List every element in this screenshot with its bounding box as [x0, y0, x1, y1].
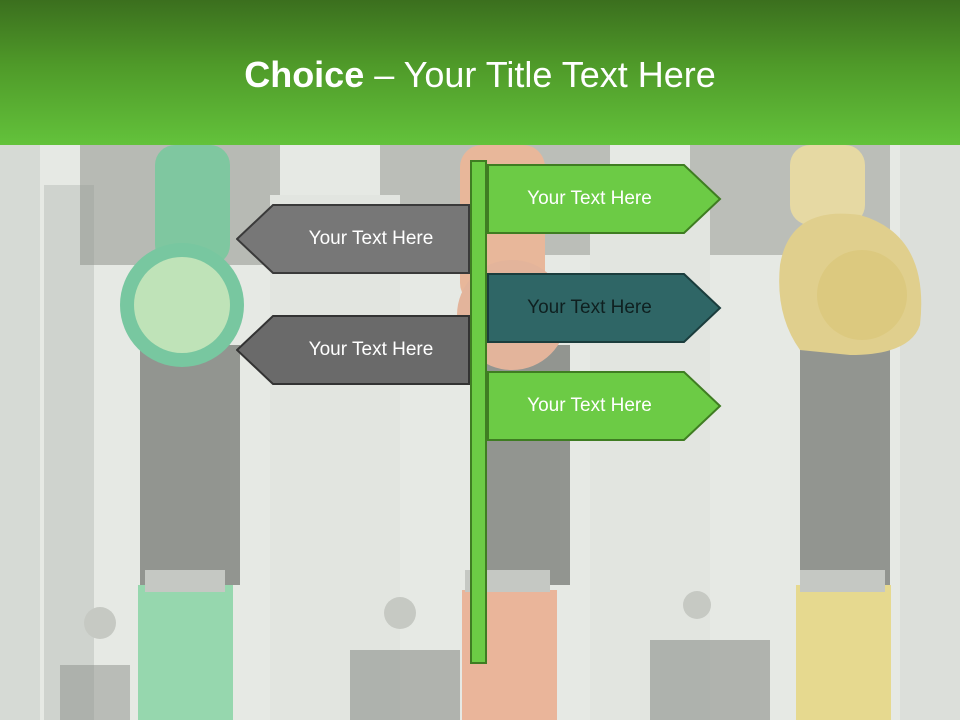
- arrow-sign-right-1[interactable]: Your Text Here: [487, 164, 722, 234]
- sign-label: Your Text Here: [308, 228, 434, 249]
- sign-label: Your Text Here: [527, 395, 652, 416]
- sign-label: Your Text Here: [308, 339, 434, 360]
- arrow-left-shape: [236, 315, 470, 385]
- arrow-sign-left-2[interactable]: Your Text Here: [236, 315, 470, 385]
- arrow-sign-right-3[interactable]: Your Text Here: [487, 371, 722, 441]
- signpost-pole: [470, 160, 487, 664]
- title-rest: – Your Title Text Here: [364, 54, 716, 95]
- arrow-right-shape: [487, 164, 722, 234]
- title-bar: Choice – Your Title Text Here: [0, 0, 960, 145]
- arrow-right-shape: [487, 371, 722, 441]
- title-bold: Choice: [244, 54, 365, 95]
- slide-title: Choice – Your Title Text Here: [0, 52, 960, 98]
- arrow-sign-left-1[interactable]: Your Text Here: [236, 204, 470, 274]
- arrow-sign-right-2[interactable]: Your Text Here: [487, 273, 722, 343]
- sign-label: Your Text Here: [527, 297, 652, 318]
- sign-label: Your Text Here: [527, 188, 652, 209]
- arrow-left-shape: [236, 204, 470, 274]
- arrow-right-shape: [487, 273, 722, 343]
